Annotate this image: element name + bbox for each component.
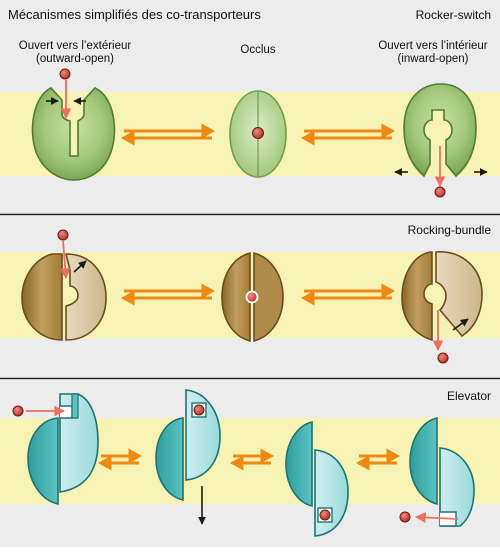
equilibrium-arrows	[229, 448, 275, 471]
substrate-ion	[437, 352, 449, 364]
equilibrium-arrows-group	[97, 123, 401, 471]
motion-arrow	[452, 318, 469, 331]
substrate-ion	[434, 186, 446, 198]
pathway-arrow	[59, 240, 71, 280]
equilibrium-arrows	[120, 283, 216, 306]
panel-rocker-switch: Mécanismes simplifiés des co-transporteu…	[0, 0, 500, 214]
elevator-state-4	[409, 416, 475, 527]
motion-arrow	[73, 260, 87, 273]
state-label-inward-line2: (inward-open)	[398, 53, 469, 65]
state-label-outward-line1: Ouvert vers l’extérieur	[19, 40, 132, 52]
substrate-ion	[193, 404, 205, 416]
substrate-pathways	[26, 80, 459, 523]
transporter-bundle-occluded	[221, 251, 284, 343]
equilibrium-arrows	[120, 123, 216, 146]
state-label-outward-line2: (outward-open)	[36, 53, 114, 65]
figure-title: Mécanismes simplifiés des co-transporteu…	[8, 7, 261, 22]
substrate-ion	[245, 290, 259, 304]
substrate-ion	[252, 127, 264, 139]
substrate-ion	[399, 511, 411, 523]
transporter-outward-open	[31, 87, 116, 181]
substrate-ions-group	[12, 68, 449, 523]
transporter-bundle-inward	[401, 251, 483, 342]
elevator-state-2	[155, 389, 221, 502]
equilibrium-arrows	[300, 283, 396, 306]
equilibrium-arrows	[97, 448, 143, 471]
substrate-ion	[57, 229, 69, 241]
state-label-occluded: Occlus	[240, 44, 275, 56]
transporter-bundle-outward	[21, 253, 107, 341]
equilibrium-arrows	[355, 448, 401, 471]
pathway-arrow	[414, 512, 459, 523]
panel-label-elevator: Elevator	[447, 389, 491, 403]
panel-label-rocking-bundle: Rocking-bundle	[408, 223, 492, 237]
elevator-state-1	[27, 393, 99, 505]
state-label-inward-line1: Ouvert vers l’intérieur	[378, 40, 487, 52]
panel-label-rocker-switch: Rocker-switch	[416, 8, 491, 22]
substrate-ion	[12, 405, 24, 417]
substrate-ion	[319, 509, 331, 521]
motion-arrows	[46, 97, 488, 525]
equilibrium-arrows	[300, 123, 396, 146]
substrate-ion	[59, 68, 71, 80]
transporter-inward-open	[403, 83, 477, 178]
